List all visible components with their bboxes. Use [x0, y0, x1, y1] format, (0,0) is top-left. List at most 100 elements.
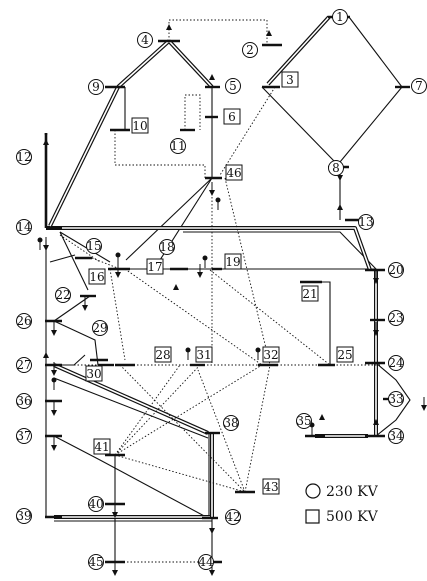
bus-16-label: 16 — [89, 270, 104, 284]
line-double-inner-3 — [49, 86, 119, 227]
line-dotted-15 — [197, 369, 246, 493]
supply-arrow-7 — [43, 139, 49, 145]
load-arrow-16 — [373, 330, 379, 336]
bus-22-label: 22 — [55, 288, 70, 302]
legend-square-symbol — [305, 509, 320, 524]
bus-33-label: 33 — [388, 392, 403, 406]
bus-38-circle — [223, 415, 239, 431]
bus-46-label: 46 — [226, 166, 241, 180]
bus-44-label: 44 — [198, 555, 214, 569]
load-arrow-1 — [209, 190, 215, 196]
bus-21-label: 21 — [302, 287, 317, 301]
bus-13-label: 13 — [358, 215, 373, 229]
bus-25-square — [336, 346, 354, 363]
bus-37-circle — [16, 428, 32, 444]
line-dotted-0 — [168, 19, 268, 45]
bus-14-circle — [16, 219, 32, 235]
bus-1-circle — [332, 9, 348, 25]
bus-23-label: 23 — [388, 311, 403, 325]
generator-0 — [37, 237, 43, 243]
line-solid-25 — [53, 377, 209, 439]
bus-15-circle — [86, 238, 102, 254]
load-arrow-7 — [51, 370, 57, 376]
bus-45-label: 45 — [88, 555, 103, 569]
supply-arrow-4 — [173, 284, 179, 290]
bus-18-label: 18 — [159, 240, 174, 254]
bus-42-label: 42 — [225, 510, 240, 524]
busbars — [44, 15, 410, 564]
load-arrow-15 — [82, 305, 88, 311]
transmission-lines — [45, 15, 411, 563]
bus-6-label: 6 — [228, 110, 236, 124]
line-dotted-14 — [114, 454, 246, 493]
line-dotted-9 — [91, 257, 121, 270]
load-arrow-3 — [115, 272, 121, 278]
bus-13-circle — [358, 214, 374, 230]
bus-7-label: 7 — [415, 79, 423, 93]
legend-circle-label: 230 KV — [326, 484, 379, 500]
line-dotted-19 — [59, 234, 101, 263]
generator-7 — [51, 377, 57, 383]
bus-43-square — [262, 478, 280, 495]
bus-41-label: 41 — [94, 440, 109, 454]
line-dotted-3 — [219, 86, 276, 176]
load-arrow-5 — [373, 278, 379, 284]
bus-9-label: 9 — [92, 80, 100, 94]
line-double-inner-0 — [267, 16, 330, 85]
bus-34-label: 34 — [388, 429, 404, 443]
bus-11-circle — [170, 138, 186, 154]
line-dotted-6 — [109, 268, 126, 361]
bus-41-square — [93, 438, 111, 455]
generator-2 — [115, 252, 121, 258]
bus-35-circle — [296, 413, 312, 429]
line-dotted-12 — [114, 364, 181, 456]
bus-19-square — [224, 253, 242, 270]
bus-32-square — [262, 346, 280, 363]
load-arrow-12 — [112, 570, 118, 576]
load-arrows — [43, 24, 427, 576]
bus-5-circle — [225, 78, 241, 94]
bus-24-label: 24 — [388, 356, 404, 370]
load-arrow-11 — [209, 528, 215, 534]
bus-22-circle — [55, 287, 71, 303]
bus-20-circle — [388, 262, 404, 278]
bus-5-label: 5 — [229, 79, 237, 93]
bus-45-circle — [88, 554, 104, 570]
load-arrow-13 — [209, 570, 215, 576]
line-dotted-7 — [124, 268, 263, 366]
generator-1 — [215, 197, 221, 203]
bus-14-label: 14 — [16, 220, 32, 234]
bus-12-circle — [16, 149, 32, 165]
bus-43-label: 43 — [263, 480, 278, 494]
bus-39-circle — [16, 508, 32, 524]
bus-31-square — [195, 346, 213, 363]
bus-3-square — [281, 71, 299, 88]
bus-32-label: 32 — [263, 348, 278, 362]
line-dotted-8 — [209, 269, 331, 366]
supply-arrow-6 — [373, 419, 379, 425]
bus-25-label: 25 — [337, 348, 352, 362]
generator-6 — [255, 347, 261, 353]
supply-arrow-1 — [166, 24, 172, 30]
line-solid-13 — [59, 231, 89, 291]
load-arrow-4 — [197, 272, 203, 278]
legend: 230 KV 500 KV — [305, 483, 379, 525]
bus-10-square — [131, 117, 149, 134]
bus-1-label: 1 — [336, 10, 344, 24]
bus-labels: 1234567891011121314151617181920212223242… — [16, 9, 427, 570]
bus-29-label: 29 — [92, 321, 107, 335]
supply-arrow-2 — [337, 204, 343, 210]
load-arrow-10 — [112, 512, 118, 518]
load-arrow-0 — [337, 175, 343, 181]
line-solid-21 — [53, 295, 91, 322]
line-double-inner-1 — [117, 40, 170, 88]
bus-23-circle — [388, 310, 404, 326]
bus-40-label: 40 — [88, 497, 103, 511]
bus-21-square — [301, 285, 319, 302]
bus-4-circle — [137, 32, 153, 48]
line-solid-22 — [53, 320, 99, 366]
line-solid-14 — [49, 254, 76, 263]
line-solid-26 — [53, 435, 209, 519]
legend-circle-symbol — [305, 483, 321, 499]
